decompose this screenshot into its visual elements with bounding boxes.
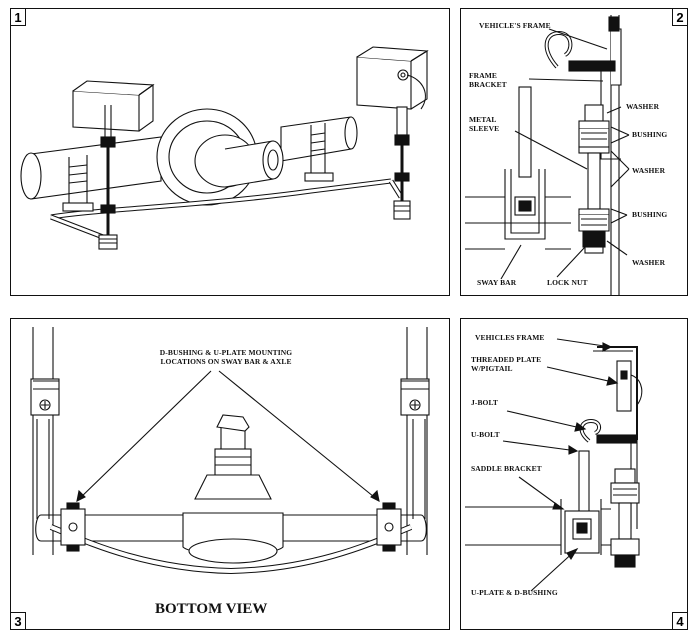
panel-1-overview: 1 [10, 8, 450, 296]
bottom-view-title: BOTTOM VIEW [155, 601, 268, 617]
label-saddle-bracket: SADDLE BRACKET [471, 464, 542, 473]
panel-2-end-link-detail: 2 [460, 8, 688, 296]
label-metal-sleeve-line1: METAL [469, 115, 497, 124]
label-sway-bar: SWAY BAR [477, 278, 517, 287]
label-u-bolt: U-BOLT [471, 430, 500, 439]
label-lock-nut: LOCK NUT [547, 278, 588, 287]
panel-3-number: 3 [10, 612, 26, 630]
mounting-exploded-drawing [465, 338, 643, 592]
panel-4-mounting-detail: 4 [460, 318, 688, 630]
axle-assembly-drawing [20, 46, 429, 250]
label-washer-bottom: WASHER [632, 258, 666, 267]
label-threaded-plate-line2: W/PIGTAIL [471, 364, 513, 373]
label-washer-mid: WASHER [632, 166, 666, 175]
label-bushing-top: BUSHING [632, 130, 668, 139]
label-threaded-plate-line1: THREADED PLATE [471, 355, 542, 364]
label-frame-bracket-line1: FRAME [469, 71, 497, 80]
label-j-bolt: J-BOLT [471, 398, 499, 407]
label-bushing-bottom: BUSHING [632, 210, 668, 219]
label-mounting-line2: LOCATIONS ON SWAY BAR & AXLE [160, 357, 292, 366]
label-metal-sleeve-line2: SLEEVE [469, 124, 500, 133]
end-link-exploded-drawing [465, 15, 630, 295]
bottom-view-drawing [30, 327, 430, 575]
panel-1-number: 1 [10, 8, 26, 26]
panel-3-bottom-view: 3 [10, 318, 450, 630]
label-vehicles-frame: VEHICLE'S FRAME [479, 21, 551, 30]
label-mounting-line1: D-BUSHING & U-PLATE MOUNTING [159, 348, 293, 357]
label-u-plate-d-bushing: U-PLATE & D-BUSHING [471, 588, 558, 597]
label-vehicles-frame-4: VEHICLES FRAME [475, 333, 545, 342]
label-frame-bracket-line2: BRACKET [469, 80, 507, 89]
panel-4-number: 4 [672, 612, 688, 630]
label-washer-top: WASHER [626, 102, 660, 111]
panel-2-number: 2 [672, 8, 688, 26]
